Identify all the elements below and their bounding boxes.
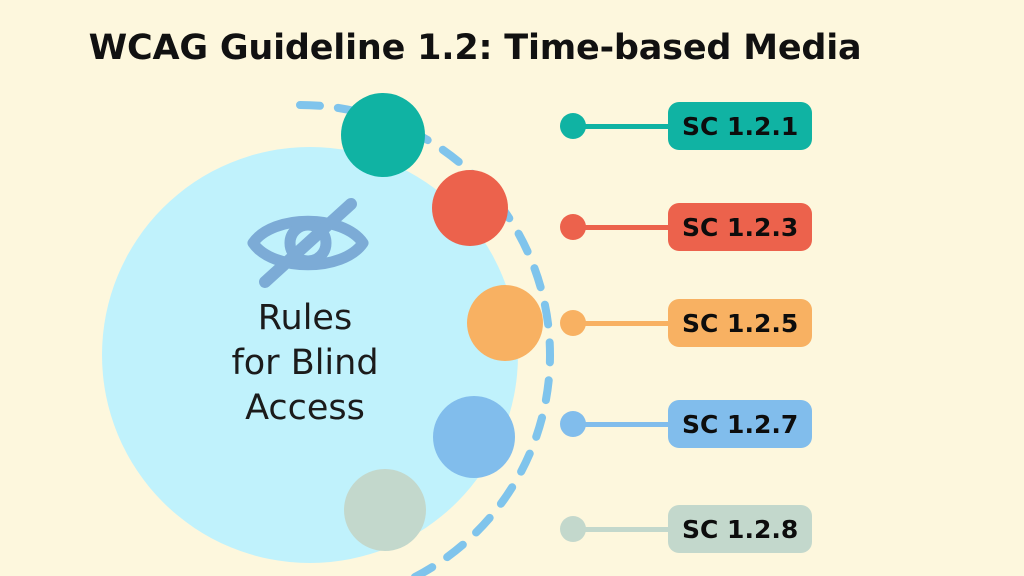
- sc-chip-3[interactable]: SC 1.2.5: [668, 299, 813, 347]
- node-circle-1[interactable]: [341, 93, 425, 177]
- row-connector-2: [584, 224, 670, 230]
- sc-row-4[interactable]: SC 1.2.7: [560, 396, 813, 452]
- row-dot-3: [560, 310, 586, 336]
- node-circle-3[interactable]: [467, 285, 543, 361]
- sc-row-1[interactable]: SC 1.2.1: [560, 98, 813, 154]
- row-connector-1: [584, 123, 670, 129]
- page-title: WCAG Guideline 1.2: Time-based Media: [88, 28, 862, 68]
- sc-row-2[interactable]: SC 1.2.3: [560, 199, 813, 255]
- row-dot-4: [560, 411, 586, 437]
- hub-label-line-2: for Blind: [231, 343, 379, 383]
- node-circle-2[interactable]: [432, 170, 508, 246]
- sc-row-5[interactable]: SC 1.2.8: [560, 501, 813, 557]
- hub-label-line-3: Access: [245, 388, 365, 428]
- sc-chip-2[interactable]: SC 1.2.3: [668, 203, 813, 251]
- row-connector-4: [584, 421, 670, 427]
- hub-label: Rules for Blind Access: [180, 296, 430, 431]
- sc-chip-4[interactable]: SC 1.2.7: [668, 400, 813, 448]
- row-connector-5: [584, 526, 670, 532]
- row-dot-5: [560, 516, 586, 542]
- sc-chip-1[interactable]: SC 1.2.1: [668, 102, 813, 150]
- sc-row-3[interactable]: SC 1.2.5: [560, 295, 813, 351]
- node-circle-4[interactable]: [433, 396, 515, 478]
- hub-label-line-1: Rules: [257, 298, 353, 338]
- row-connector-3: [584, 320, 670, 326]
- eye-slash-icon: [247, 198, 369, 288]
- sc-chip-5[interactable]: SC 1.2.8: [668, 505, 813, 553]
- node-circle-5[interactable]: [344, 469, 426, 551]
- row-dot-2: [560, 214, 586, 240]
- row-dot-1: [560, 113, 586, 139]
